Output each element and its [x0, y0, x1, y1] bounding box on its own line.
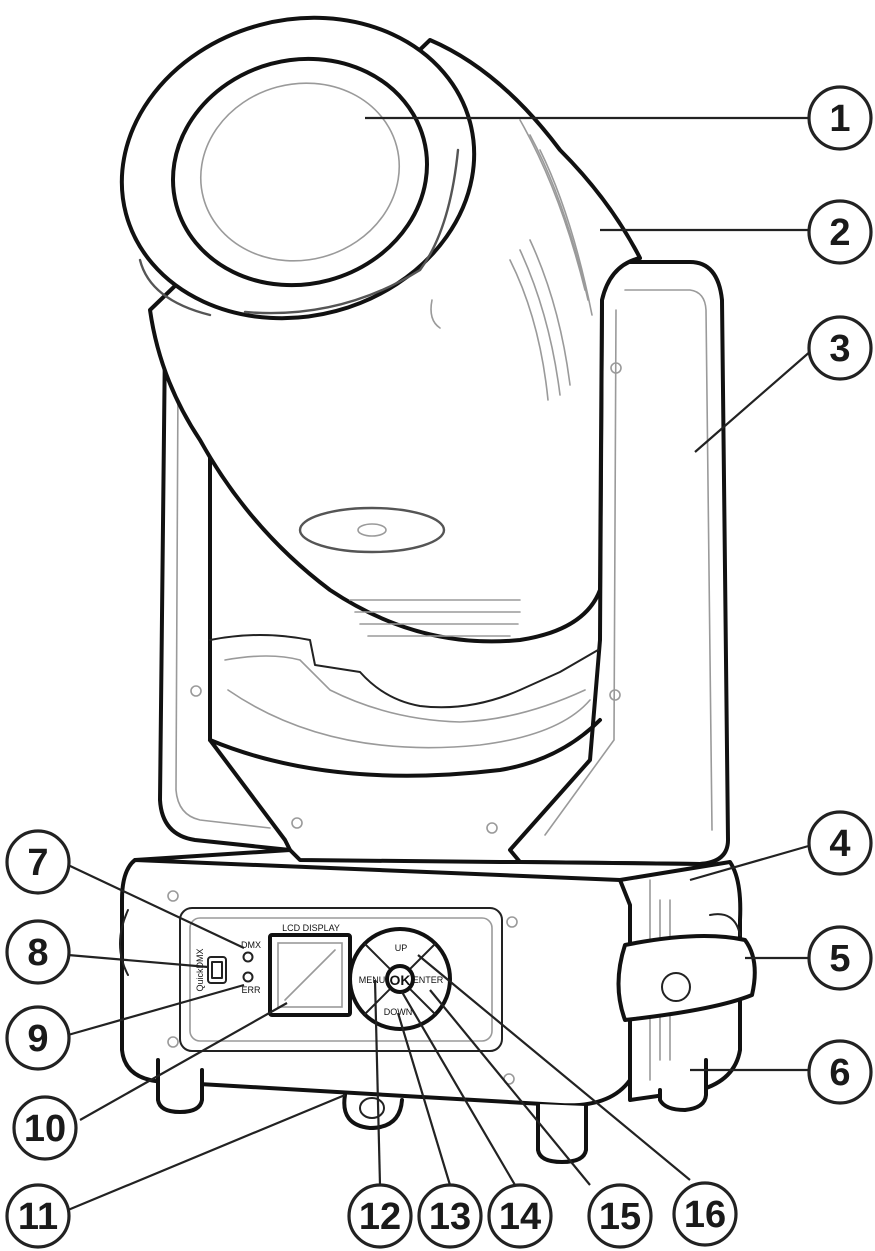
dmx-led: [242, 951, 254, 963]
callout-12: 12: [347, 1183, 413, 1249]
rear-right-foot: [658, 1058, 708, 1112]
power-connector: [342, 1093, 404, 1130]
callout-7: 7: [5, 829, 71, 895]
callout-11: 11: [5, 1183, 71, 1249]
callout-10: 10: [12, 1095, 78, 1161]
svg-text:5: 5: [829, 938, 850, 980]
leader-lines: [67, 116, 813, 1212]
svg-text:13: 13: [429, 1196, 471, 1238]
up-button[interactable]: UP: [395, 943, 408, 953]
callout-15: 15: [587, 1183, 653, 1249]
callout-8: 8: [5, 919, 71, 985]
svg-text:2: 2: [829, 212, 850, 254]
svg-text:8: 8: [27, 932, 48, 974]
callout-3: 3: [807, 315, 873, 381]
svg-text:16: 16: [684, 1194, 726, 1236]
ok-button[interactable]: [385, 964, 415, 994]
svg-text:15: 15: [599, 1196, 641, 1238]
handle-knob: [661, 972, 691, 1002]
usb-label: QuickDMX: [195, 948, 205, 991]
svg-text:11: 11: [18, 1196, 58, 1238]
usb-port[interactable]: [207, 956, 227, 984]
err-led-label: ERR: [241, 985, 261, 995]
enter-button[interactable]: ENTER: [413, 975, 444, 985]
moving-head: [119, 15, 642, 644]
front-right-foot: [536, 1102, 588, 1164]
front-lens: [171, 56, 429, 288]
svg-text:10: 10: [24, 1108, 66, 1150]
svg-text:12: 12: [359, 1196, 401, 1238]
svg-text:6: 6: [829, 1052, 850, 1094]
head-bottom-plate: [298, 506, 446, 554]
dmx-led-label: DMX: [241, 940, 261, 950]
head-vents: [509, 119, 593, 401]
callout-1: 1: [807, 85, 873, 151]
svg-text:3: 3: [829, 328, 850, 370]
yoke-left-arm: [158, 338, 292, 852]
callout-14: 14: [487, 1183, 553, 1249]
err-led: [242, 971, 254, 983]
svg-text:7: 7: [27, 842, 48, 884]
callout-2: 2: [807, 199, 873, 265]
svg-text:4: 4: [829, 823, 850, 865]
callouts: 1 2 3 4 5 6 7 8 9 10 11 12 13 14 15 16: [5, 85, 873, 1249]
callout-16: 16: [672, 1181, 738, 1247]
menu-button[interactable]: MENU: [359, 975, 386, 985]
down-button[interactable]: DOWN: [384, 1007, 413, 1017]
callout-4: 4: [807, 810, 873, 876]
head-body: [148, 38, 642, 644]
callout-13: 13: [417, 1183, 483, 1249]
ok-label: OK: [390, 972, 411, 988]
callout-5: 5: [807, 925, 873, 991]
lcd-label: LCD DISPLAY: [282, 923, 340, 933]
front-left-foot: [156, 1058, 204, 1114]
svg-text:14: 14: [499, 1196, 541, 1238]
svg-text:1: 1: [829, 98, 850, 140]
callout-6: 6: [807, 1039, 873, 1105]
callout-9: 9: [5, 1005, 71, 1071]
svg-text:9: 9: [27, 1018, 48, 1060]
yoke-cradle: [209, 634, 599, 709]
